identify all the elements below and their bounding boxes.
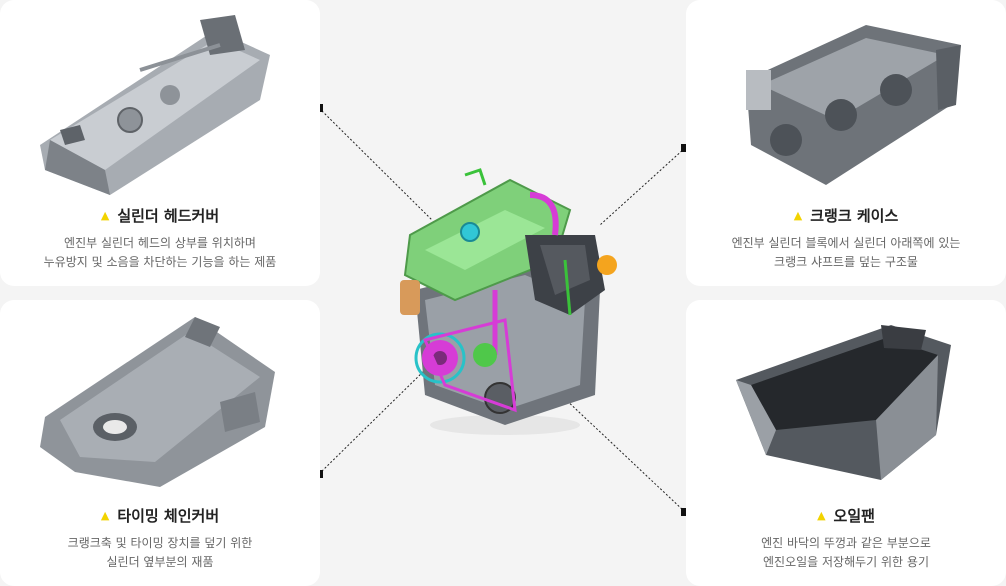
- description-line: 누유방지 및 소음을 차단하는 기능을 하는 제품: [43, 255, 277, 269]
- part-description-oil-pan: 엔진 바닥의 뚜껑과 같은 부분으로 엔진오일을 저장해두기 위한 용기: [686, 534, 1006, 572]
- card-crank-case: ▲ 크랭크 케이스 엔진부 실린더 블록에서 실린더 아래쪽에 있는 크랭크 샤프…: [686, 0, 1006, 286]
- description-line: 크랭크축 및 타이밍 장치를 덮기 위한: [67, 536, 253, 550]
- triangle-bullet-icon: ▲: [100, 509, 110, 522]
- description-line: 크랭크 샤프트를 덮는 구조물: [774, 255, 918, 269]
- description-line: 엔진 바닥의 뚜껑과 같은 부분으로: [761, 536, 931, 550]
- part-title-cylinder-head-cover: ▲ 실린더 헤드커버: [0, 205, 320, 226]
- card-cylinder-head-cover: ▲ 실린더 헤드커버 엔진부 실린더 헤드의 상부를 위치하며 누유방지 및 소음…: [0, 0, 320, 286]
- connector-line-timing-cover: [318, 364, 431, 475]
- triangle-bullet-icon: ▲: [100, 209, 110, 222]
- cylinder-head-cover-image: [40, 15, 270, 195]
- part-title-text: 실린더 헤드커버: [117, 207, 220, 225]
- part-title-text: 오일팬: [833, 507, 875, 525]
- part-title-text: 타이밍 체인커버: [117, 507, 220, 525]
- description-line: 엔진부 실린더 헤드의 상부를 위치하며: [64, 236, 256, 250]
- timing-chain-cover-image: [40, 317, 275, 487]
- description-line: 엔진오일을 저장해두기 위한 용기: [762, 555, 929, 569]
- part-title-text: 크랭크 케이스: [810, 207, 899, 225]
- connector-dot-oil-pan: [681, 508, 689, 516]
- part-title-crank-case: ▲ 크랭크 케이스: [686, 205, 1006, 226]
- connector-dot-crank-case: [681, 144, 689, 152]
- part-description-timing-chain-cover: 크랭크축 및 타이밍 장치를 덮기 위한 실린더 옆부분의 재품: [0, 534, 320, 572]
- connector-line-crank-case: [599, 147, 686, 226]
- engine-illustration: [400, 168, 617, 435]
- triangle-bullet-icon: ▲: [817, 509, 826, 522]
- triangle-bullet-icon: ▲: [793, 209, 803, 222]
- part-title-timing-chain-cover: ▲ 타이밍 체인커버: [0, 505, 320, 526]
- connector-line-head-cover: [318, 107, 433, 221]
- crank-case-image: [746, 25, 961, 185]
- description-line: 실린더 옆부분의 재품: [106, 555, 214, 569]
- description-line: 엔진부 실린더 블록에서 실린더 아래쪽에 있는: [731, 236, 961, 250]
- oil-pan-image: [736, 325, 951, 480]
- part-description-cylinder-head-cover: 엔진부 실린더 헤드의 상부를 위치하며 누유방지 및 소음을 차단하는 기능을…: [0, 234, 320, 272]
- part-title-oil-pan: ▲ 오일팬: [686, 505, 1006, 526]
- card-timing-chain-cover: ▲ 타이밍 체인커버 크랭크축 및 타이밍 장치를 덮기 위한 실린더 옆부분의 …: [0, 300, 320, 586]
- part-description-crank-case: 엔진부 실린더 블록에서 실린더 아래쪽에 있는 크랭크 샤프트를 덮는 구조물: [686, 234, 1006, 272]
- card-oil-pan: ▲ 오일팬 엔진 바닥의 뚜껑과 같은 부분으로 엔진오일을 저장해두기 위한 용…: [686, 300, 1006, 586]
